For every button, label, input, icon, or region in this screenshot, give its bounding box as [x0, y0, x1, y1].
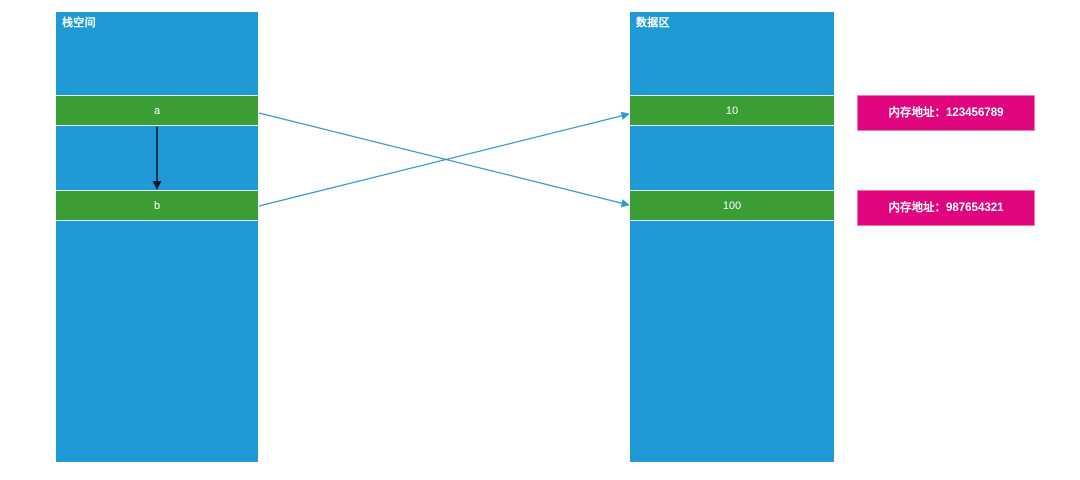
stack-region-title: 栈空间 [62, 17, 96, 29]
data-slot-100[interactable]: 100 [630, 190, 834, 221]
stack-region: 栈空间 [56, 12, 258, 462]
stack-slot-b[interactable]: b [56, 190, 258, 221]
memory-address-box-bottom-label: 内存地址：987654321 [888, 201, 1004, 214]
memory-address-box-top-label: 内存地址：123456789 [888, 106, 1004, 119]
data-region: 数据区 [630, 12, 834, 462]
memory-address-box-top[interactable]: 内存地址：123456789 [857, 95, 1035, 131]
data-slot-10[interactable]: 10 [630, 95, 834, 126]
memory-address-box-bottom[interactable]: 内存地址：987654321 [857, 190, 1035, 226]
stack-slot-b-label: b [153, 199, 161, 212]
stack-slot-a-label: a [153, 104, 161, 117]
stack-slot-a[interactable]: a [56, 95, 258, 126]
data-slot-100-label: 100 [722, 199, 742, 212]
connector-a-to-value100 [258, 112, 630, 208]
data-region-title: 数据区 [636, 17, 670, 29]
data-slot-10-label: 10 [725, 104, 739, 117]
connector-b-to-value10 [258, 111, 630, 207]
